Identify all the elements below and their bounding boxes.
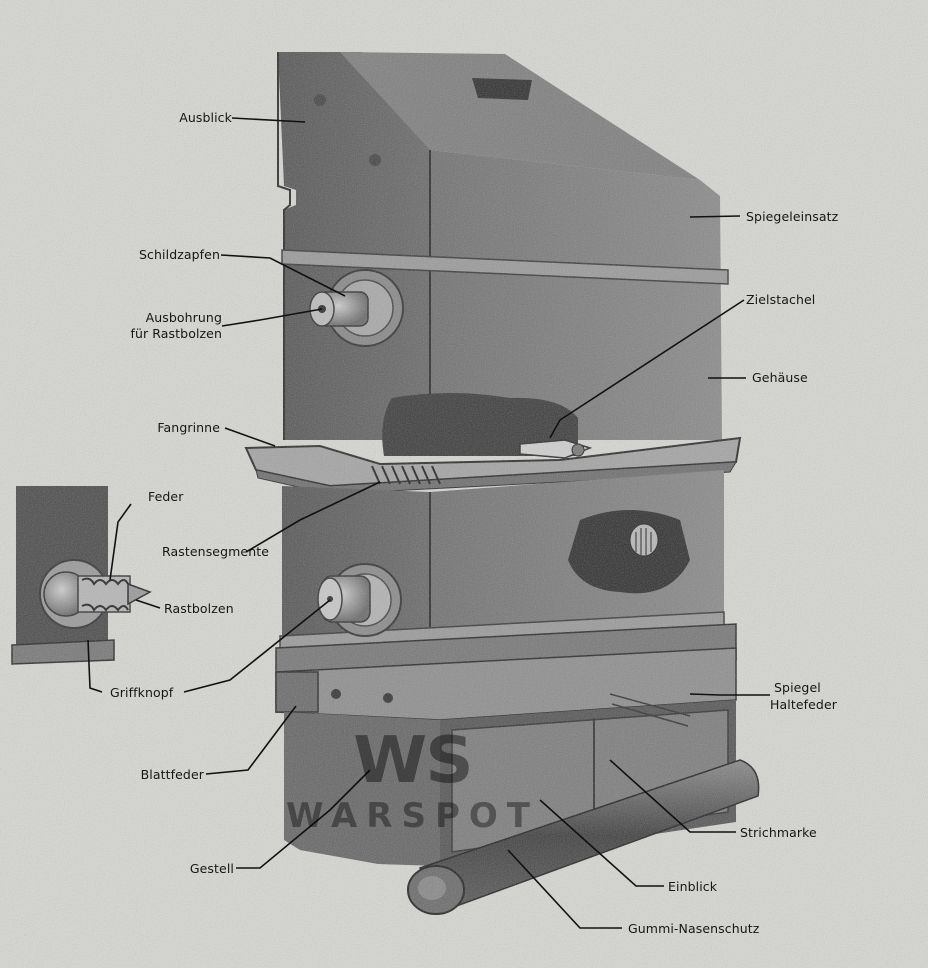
label-spiegeleinsatz: Spiegeleinsatz — [746, 209, 839, 224]
label-zielstachel: Zielstachel — [746, 292, 816, 307]
leader-lines — [87, 117, 770, 929]
label-gestell: Gestell — [189, 861, 234, 876]
label-spiegel-1: Spiegel — [774, 680, 821, 695]
label-feder: Feder — [148, 489, 184, 504]
label-rastbolzen: Rastbolzen — [164, 601, 234, 616]
label-blattfeder: Blattfeder — [140, 767, 204, 782]
label-gummi-nasenschutz: Gummi-Nasenschutz — [628, 921, 760, 936]
watermark-text: WARSPOT — [286, 796, 539, 836]
label-schildzapfen: Schildzapfen — [139, 247, 220, 262]
label-ausblick: Ausblick — [179, 110, 232, 125]
label-strichmarke: Strichmarke — [740, 825, 817, 840]
label-ausbohrung-2: für Rastbolzen — [130, 326, 222, 341]
label-fangrinne: Fangrinne — [157, 420, 220, 435]
label-griffknopf: Griffknopf — [110, 685, 174, 700]
label-ausbohrung-1: Ausbohrung — [145, 310, 222, 325]
label-spiegel-2: Haltefeder — [770, 697, 837, 712]
watermark-logo: WS — [353, 724, 473, 798]
label-gehaeuse: Gehäuse — [752, 370, 808, 385]
label-einblick: Einblick — [668, 879, 718, 894]
label-rastensegmente: Rastensegmente — [162, 544, 270, 559]
